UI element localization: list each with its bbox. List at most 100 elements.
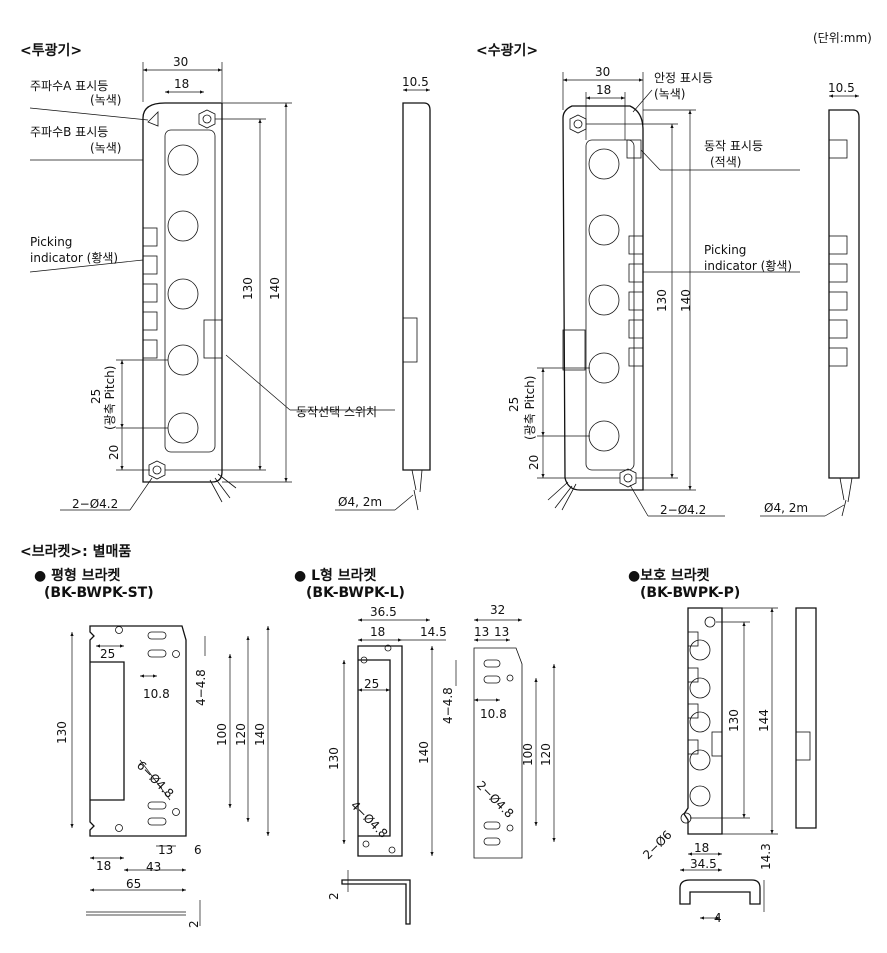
dimension-label: 13 (494, 625, 509, 639)
dimension-label: 13 (158, 843, 173, 857)
dimension-label: 4−4.8 (194, 669, 208, 706)
receiver-body-outline (562, 105, 644, 491)
receiver-label-picking: Picking (704, 243, 746, 257)
receiver-view: <수광기> (476, 42, 860, 517)
receiver-operation-led (626, 139, 642, 159)
l-bracket-view: ● L형 브라켓 (BK-BWPK-L) (294, 567, 556, 925)
dimension-label: 130 (655, 289, 669, 312)
dimension-label: 10.8 (480, 707, 507, 721)
brackets-heading: <브라켓>: 별매품 (20, 543, 131, 560)
dimension-label: 10.5 (828, 81, 855, 95)
dimension-label: 6 (194, 843, 202, 857)
dimension-label: 130 (241, 277, 255, 300)
receiver-lens-window (585, 139, 635, 471)
dimension-label: 100 (521, 743, 535, 766)
dimension-label: 25 (507, 397, 521, 412)
dimension-label: (광축 Pitch) (523, 376, 537, 440)
dimension-label: 130 (727, 709, 741, 732)
dimension-label: 10.5 (402, 75, 429, 89)
dimension-label: 25 (89, 389, 103, 404)
dimension-label: 20 (527, 455, 541, 470)
dimension-label: 25 (364, 677, 379, 691)
dimension-label: (적색) (710, 155, 741, 169)
dimension-label: 2−Ø6 (640, 828, 674, 862)
dimension-label: 2−Ø4.2 (72, 497, 118, 511)
emitter-mode-switch (203, 319, 223, 359)
emitter-heading: <투광기> (20, 42, 82, 59)
dimension-label: indicator (황색) (30, 251, 118, 265)
dimension-label: 120 (539, 743, 553, 766)
dimension-label: 4−4.8 (441, 687, 455, 724)
dimension-label: Ø4, 2m (764, 501, 808, 515)
dimension-label: 144 (757, 709, 771, 732)
emitter-picking-indicators (142, 227, 158, 359)
dimension-label: 18 (694, 841, 709, 855)
dimension-label: 34.5 (690, 857, 717, 871)
dimension-label: 100 (215, 723, 229, 746)
protect-bracket-title: ●보호 브라켓 (628, 567, 710, 584)
emitter-cable (209, 473, 237, 503)
receiver-side-indicators (828, 139, 848, 367)
dimension-label: 2−Ø4.8 (474, 778, 517, 821)
receiver-cable (547, 481, 577, 511)
emitter-view: <투광기> (20, 42, 431, 511)
dimension-label: 14.5 (420, 625, 447, 639)
flat-bracket-title: ● 평형 브라켓 (34, 567, 120, 584)
dimension-label: 65 (126, 877, 141, 891)
receiver-mount-hole (569, 114, 637, 488)
dimension-label: indicator (황색) (704, 259, 792, 273)
dimension-label: (녹색) (90, 141, 121, 155)
dimension-label: 140 (268, 277, 282, 300)
emitter-lens-window (164, 129, 216, 453)
dimension-label: 2 (187, 920, 201, 928)
dimension-label: (녹색) (654, 87, 685, 101)
emitter-label-switch: 동작선택 스위치 (296, 405, 377, 419)
dimension-label: 10.8 (143, 687, 170, 701)
dimension-label: (광축 Pitch) (103, 366, 117, 430)
dimension-label: 4−Ø4.8 (348, 798, 391, 841)
unit-note: (단위:mm) (813, 31, 872, 45)
protect-bracket-view: ●보호 브라켓 (BK-BWPK-P) 130 144 2−Ø6 18 (628, 567, 817, 925)
dimension-label: 14.3 (759, 843, 773, 870)
dimension-label: 140 (417, 741, 431, 764)
receiver-label-stable: 안정 표시등 (654, 71, 713, 85)
receiver-side-view (828, 109, 860, 479)
emitter-label-freq-a: 주파수A 표시등 (30, 79, 108, 93)
dimension-label: Ø4, 2m (338, 495, 382, 509)
dimension-label: 120 (234, 723, 248, 746)
dimension-label: 140 (253, 723, 267, 746)
receiver-picking-indicators (628, 235, 644, 367)
emitter-lenses (167, 144, 199, 444)
emitter-freq-a-led (147, 111, 159, 127)
dimension-label: 32 (490, 603, 505, 617)
l-bracket-title: ● L형 브라켓 (294, 567, 377, 584)
dimension-label: 30 (173, 55, 188, 69)
dimension-label: 20 (107, 445, 121, 460)
flat-bracket-view: ● 평형 브라켓 (BK-BWPK-ST) 25 10 (34, 567, 270, 928)
receiver-side-tab (562, 329, 586, 371)
receiver-lenses (588, 148, 620, 452)
dimension-label: 18 (174, 77, 189, 91)
emitter-mount-hole (148, 109, 216, 480)
dimension-label: 25 (100, 647, 115, 661)
dimension-label: 4 (714, 911, 722, 925)
emitter-side-view (402, 102, 431, 471)
dimension-label: 2−Ø4.2 (660, 503, 706, 517)
emitter-label-picking: Picking (30, 235, 72, 249)
receiver-heading: <수광기> (476, 42, 538, 59)
emitter-label-freq-b: 주파수B 표시등 (30, 125, 108, 139)
dimension-label: 18 (596, 83, 611, 97)
receiver-label-operation: 동작 표시등 (704, 139, 763, 153)
dimension-label: 36.5 (370, 605, 397, 619)
dimension-label: 130 (55, 721, 69, 744)
dimension-label: 30 (595, 65, 610, 79)
dimension-label: (BK-BWPK-P) (640, 585, 740, 601)
dimension-label: (녹색) (90, 93, 121, 107)
dimension-label: 6−Ø4.8 (134, 758, 177, 801)
dimension-label: (BK-BWPK-ST) (44, 585, 154, 601)
dimension-label: 13 (474, 625, 489, 639)
dimension-label: 43 (146, 860, 161, 874)
dimension-label: (BK-BWPK-L) (306, 585, 405, 601)
dimension-label: 2 (327, 892, 341, 900)
